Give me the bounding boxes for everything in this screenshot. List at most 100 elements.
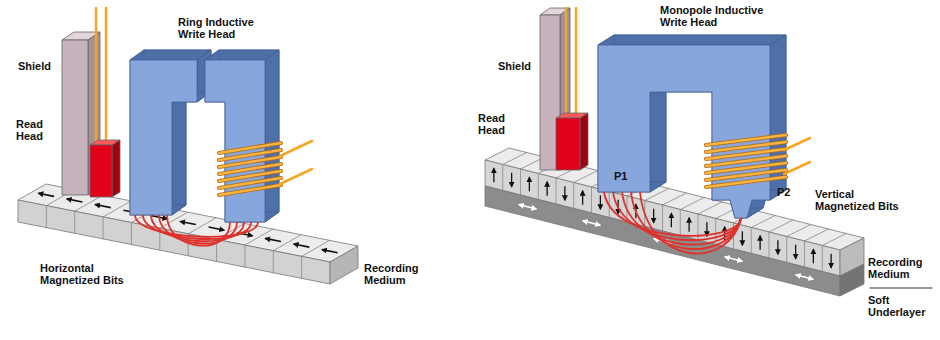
label-slot: P1 (614, 170, 636, 182)
flux-arrow (519, 205, 536, 209)
coil-lead (280, 169, 312, 184)
bit-divider (805, 229, 829, 241)
bit-divider (769, 220, 793, 232)
part-label: Read Head (16, 118, 61, 142)
bit-divider (822, 234, 846, 246)
part-label: Vertical Magnetized Bits (815, 188, 910, 212)
bit-arrow (742, 231, 743, 245)
bit-divider (538, 174, 539, 200)
label-slot: Vertical Magnetized Bits (815, 188, 910, 212)
bit-arrow (546, 182, 547, 196)
field-lines (135, 215, 258, 246)
bit-divider (787, 225, 811, 237)
bit-arrow (813, 249, 814, 263)
bit-arrow (95, 205, 111, 208)
bit-divider (302, 240, 330, 256)
illustration (18, 8, 932, 296)
coil (219, 143, 281, 195)
bit-divider (103, 217, 104, 239)
bit-arrow (830, 254, 831, 268)
read-lead (95, 8, 98, 146)
read-head-side (112, 140, 120, 197)
coil-lead (784, 138, 810, 150)
bit-divider (804, 241, 805, 267)
part-label: Recording Medium (364, 262, 426, 286)
read-head-side (580, 113, 588, 170)
bit-arrow (582, 191, 583, 205)
bit-arrow (511, 173, 512, 187)
shield-front (62, 40, 88, 195)
part-label: Shield (18, 60, 68, 72)
bit-divider (273, 251, 274, 273)
ring-head-pole-front (130, 60, 197, 215)
label-slot: P2 (777, 186, 799, 198)
read-head-front (556, 118, 580, 170)
read-head-front (90, 145, 112, 197)
flux-arrow (583, 221, 600, 225)
field-line (640, 192, 741, 253)
bit-divider (273, 235, 301, 251)
part-label: Shield (498, 60, 548, 72)
bit-divider (822, 246, 823, 272)
bit-divider (769, 232, 770, 258)
field-lines (604, 192, 741, 253)
part-label: Monopole Inductive Write Head (660, 4, 770, 28)
label-slot: Recording Medium (364, 262, 426, 286)
label-slot: Recording Medium (868, 256, 934, 280)
coil-winding (706, 177, 786, 187)
bit-arrow (265, 238, 281, 241)
bit-arrow (671, 213, 672, 227)
coil-winding (706, 177, 786, 187)
bit-divider (103, 201, 131, 217)
bit-arrow (322, 250, 338, 253)
bit-arrow (493, 168, 494, 182)
recording-medium-layer (485, 186, 840, 296)
bit-divider (503, 153, 527, 165)
part-label: Soft Underlayer (868, 294, 934, 318)
label-slot: Read Head (478, 112, 523, 136)
bit-divider (301, 256, 302, 278)
ring-head-pole (205, 50, 279, 222)
bit-divider (244, 245, 245, 267)
bit-divider (751, 228, 752, 254)
monopole-head (598, 35, 786, 218)
read-head (90, 140, 120, 197)
bit-arrow (38, 193, 54, 196)
part-label: Read Head (478, 112, 523, 136)
bit-arrow (67, 199, 83, 202)
part-label: Ring Inductive Write Head (178, 16, 278, 40)
monopole-head-side (650, 82, 666, 192)
part-label: Horizontal Magnetized Bits (40, 262, 140, 286)
part-label: P1 (614, 170, 636, 182)
bit-divider (46, 206, 47, 228)
coil-winding (219, 185, 281, 195)
monopole-head-side (598, 35, 786, 45)
label-slot: Horizontal Magnetized Bits (40, 262, 140, 286)
bit-divider (74, 211, 75, 233)
bit-arrow (564, 186, 565, 200)
bit-arrow (209, 227, 225, 230)
bit-divider (188, 218, 216, 234)
flux-arrow (796, 275, 813, 279)
part-label: Recording Medium (868, 256, 934, 280)
bit-arrow (529, 177, 530, 191)
field-line (604, 192, 741, 236)
flux-arrow (725, 257, 742, 261)
bit-divider (75, 195, 103, 211)
bit-divider (786, 237, 787, 263)
bit-arrow (759, 236, 760, 250)
ring-head-pole-front (205, 60, 265, 222)
label-slot: Soft Underlayer (868, 294, 934, 318)
field-line (167, 215, 230, 246)
ring-head-pole-side (265, 50, 279, 222)
bit-arrow (688, 218, 689, 232)
label-slot: Ring Inductive Write Head (178, 16, 278, 40)
read-lead (105, 8, 108, 146)
separator-line (870, 288, 932, 289)
coil-lead (280, 141, 312, 156)
bit-arrow (600, 195, 601, 209)
label-slot: Monopole Inductive Write Head (660, 4, 770, 28)
bit-divider (698, 202, 722, 214)
